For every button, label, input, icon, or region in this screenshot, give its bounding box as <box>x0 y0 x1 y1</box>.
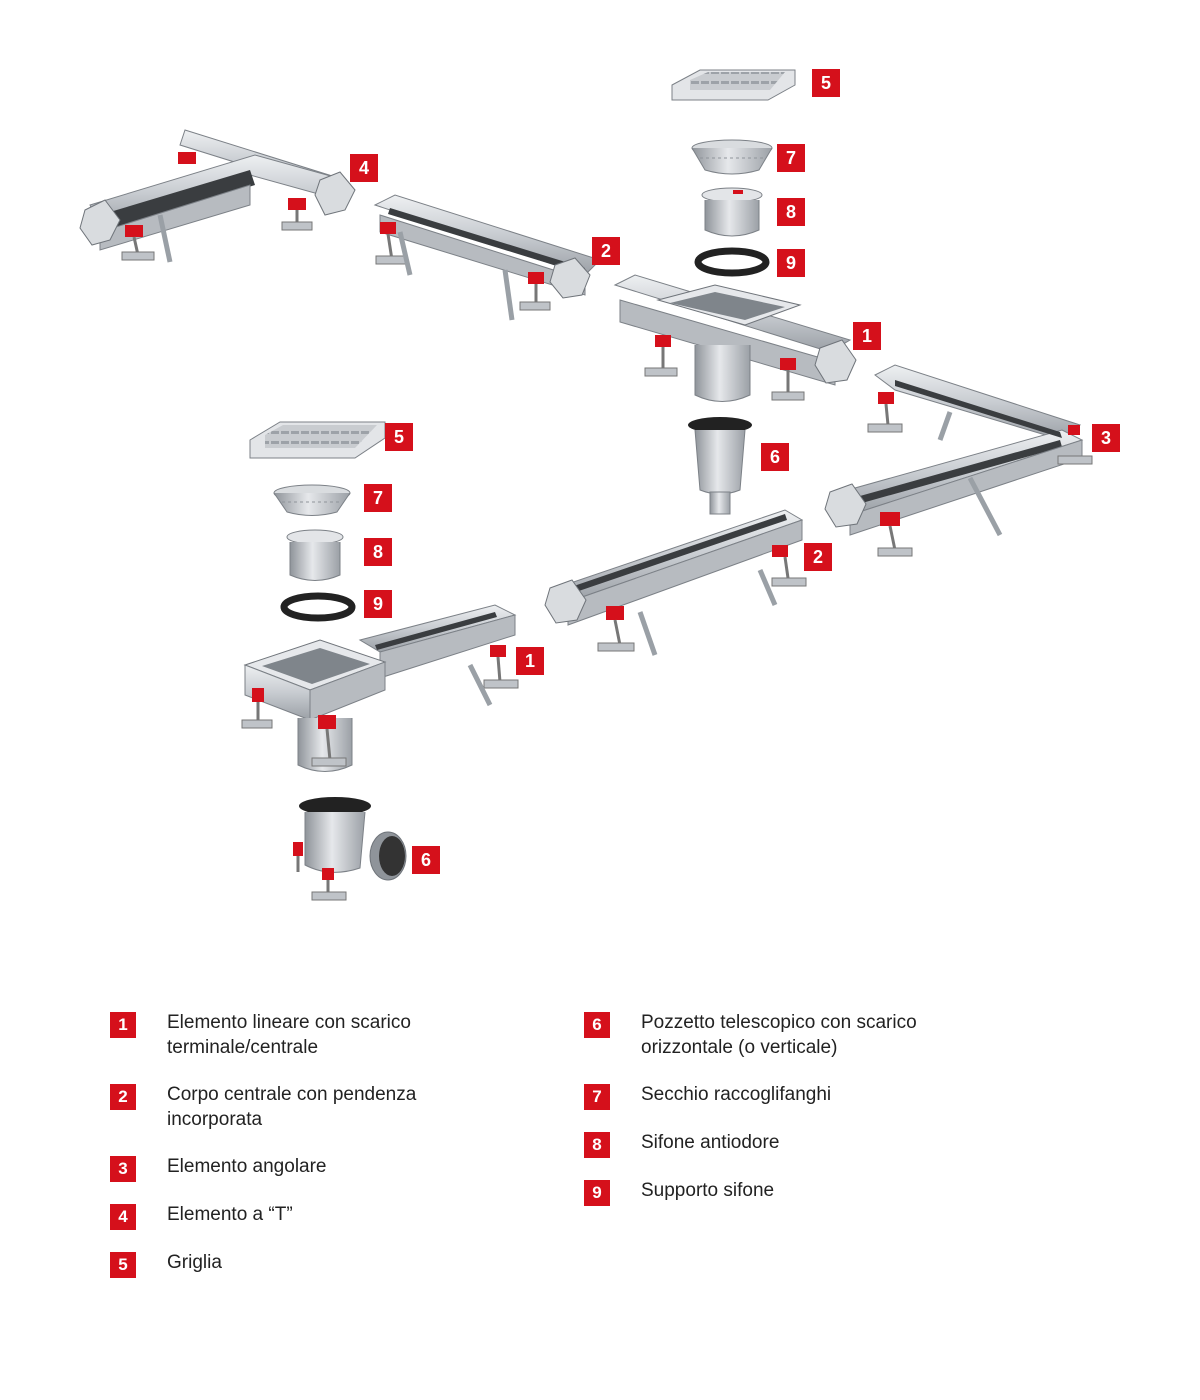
corner-element <box>824 364 1093 557</box>
legend-text: Supporto sifone <box>641 1180 775 1201</box>
legend-number: 4 <box>110 1204 136 1230</box>
legend-number: 8 <box>584 1132 610 1158</box>
legend-number: 3 <box>110 1156 136 1182</box>
legend-number: 6 <box>584 1012 610 1038</box>
callout-badge: 9 <box>777 249 805 277</box>
legend-text: Elemento a “T” <box>167 1204 293 1225</box>
callout-badge: 7 <box>364 484 392 512</box>
legend-number: 2 <box>110 1084 136 1110</box>
callout-badge: 8 <box>364 538 392 566</box>
exploded-diagram: 5 7 8 9 4 2 1 3 6 5 7 8 9 2 1 6 <box>79 69 1120 901</box>
legend-number: 7 <box>584 1084 610 1110</box>
legend-number: 5 <box>110 1252 136 1278</box>
siphon-bottom <box>286 529 344 581</box>
legend-number: 9 <box>584 1180 610 1206</box>
basket-bottom <box>273 484 351 516</box>
t-element <box>79 129 356 263</box>
callout-badge: 2 <box>804 543 832 571</box>
callout-badge: 7 <box>777 144 805 172</box>
legend-text: Elemento lineare con scarico terminale/c… <box>167 1012 411 1058</box>
ring-top <box>694 247 770 277</box>
ring-bottom <box>280 592 356 622</box>
callout-badge: 5 <box>385 423 413 451</box>
callout-badge: 6 <box>412 846 440 874</box>
legend-text: Griglia <box>167 1252 222 1273</box>
grate-bottom <box>249 421 386 459</box>
legend-text: Corpo centrale con pendenza incorporata <box>167 1084 417 1130</box>
drain-horizontal <box>293 797 407 901</box>
channel-drain-top <box>613 274 857 402</box>
legend-number: 1 <box>110 1012 136 1038</box>
drain-vertical <box>688 417 752 515</box>
channel-element-mid <box>544 509 807 656</box>
callout-badge: 3 <box>1092 424 1120 452</box>
channel-drain-bottom <box>241 604 519 772</box>
siphon-top <box>701 187 763 237</box>
legend-text: Sifone antiodore <box>641 1132 780 1153</box>
callout-badge: 8 <box>777 198 805 226</box>
legend: 1 Elemento lineare con scarico terminale… <box>0 1010 1200 1310</box>
diagram-drawing <box>79 69 1093 901</box>
callout-badge: 9 <box>364 590 392 618</box>
legend-text: Secchio raccoglifanghi <box>641 1084 832 1105</box>
callout-badge: 6 <box>761 443 789 471</box>
callout-badge: 1 <box>853 322 881 350</box>
legend-text: Pozzetto telescopico con scarico orizzon… <box>641 1012 917 1058</box>
legend-text: Elemento angolare <box>167 1156 327 1177</box>
basket-top <box>691 139 773 175</box>
channel-element-top <box>373 194 601 321</box>
grate-top <box>671 69 796 101</box>
callout-badge: 4 <box>350 154 378 182</box>
callout-badge: 5 <box>812 69 840 97</box>
callout-badge: 2 <box>592 237 620 265</box>
callout-badge: 1 <box>516 647 544 675</box>
